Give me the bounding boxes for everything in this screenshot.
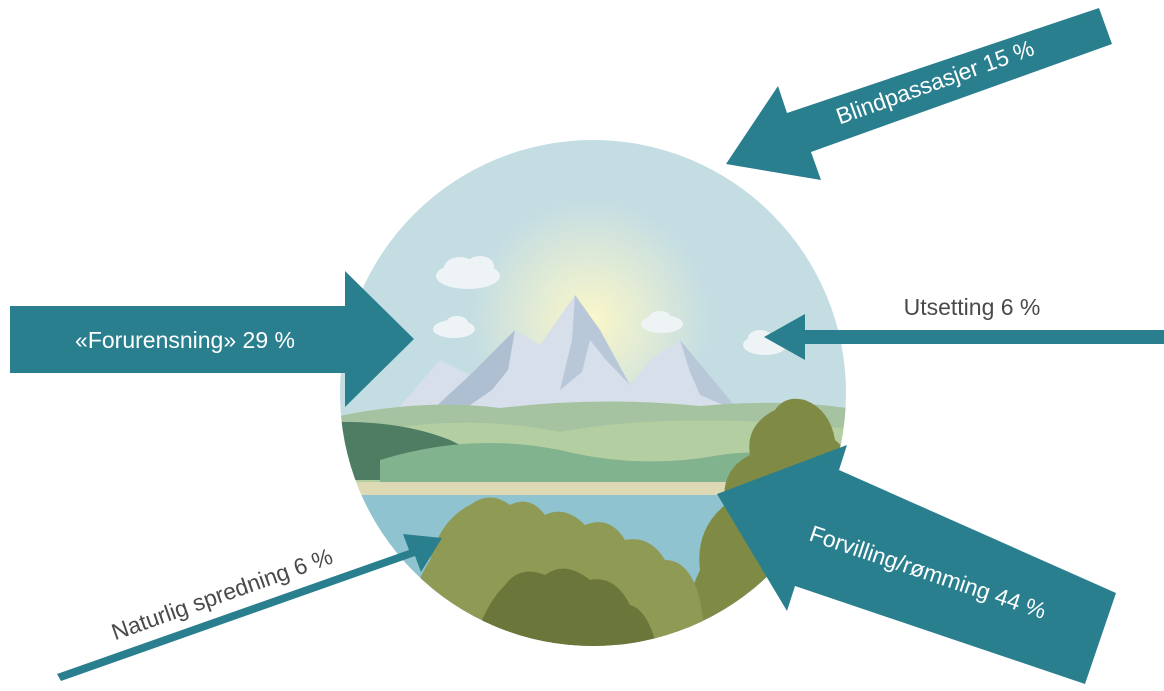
arrow-label-utsetting: Utsetting 6 % bbox=[904, 294, 1041, 320]
arrow-utsetting: Utsetting 6 % bbox=[764, 294, 1164, 360]
cloud bbox=[641, 311, 683, 333]
arrow-blindpassasjer: Blindpassasjer 15 % bbox=[726, 8, 1112, 180]
arrow-shape bbox=[764, 314, 1164, 360]
mountain-shadow bbox=[680, 340, 740, 412]
arrow-forvilling: Forvilling/rømming 44 % bbox=[717, 445, 1116, 684]
cloud bbox=[433, 316, 475, 338]
arrow-shape bbox=[57, 534, 442, 681]
arrow-label-forurensning: «Forurensning» 29 % bbox=[75, 327, 295, 353]
landscape-illustration bbox=[340, 140, 846, 646]
arrow-label-blindpassasjer: Blindpassasjer 15 % bbox=[833, 35, 1038, 130]
arrow-naturlig: Naturlig spredning 6 % bbox=[57, 534, 442, 681]
mountain-shadow bbox=[430, 330, 515, 412]
arrow-shape bbox=[726, 8, 1112, 180]
arrow-shape bbox=[10, 271, 414, 407]
arrow-forurensning: «Forurensning» 29 % bbox=[10, 271, 414, 407]
mountain-shadow bbox=[560, 295, 630, 390]
arrow-shape bbox=[717, 445, 1116, 684]
cloud bbox=[436, 256, 500, 289]
